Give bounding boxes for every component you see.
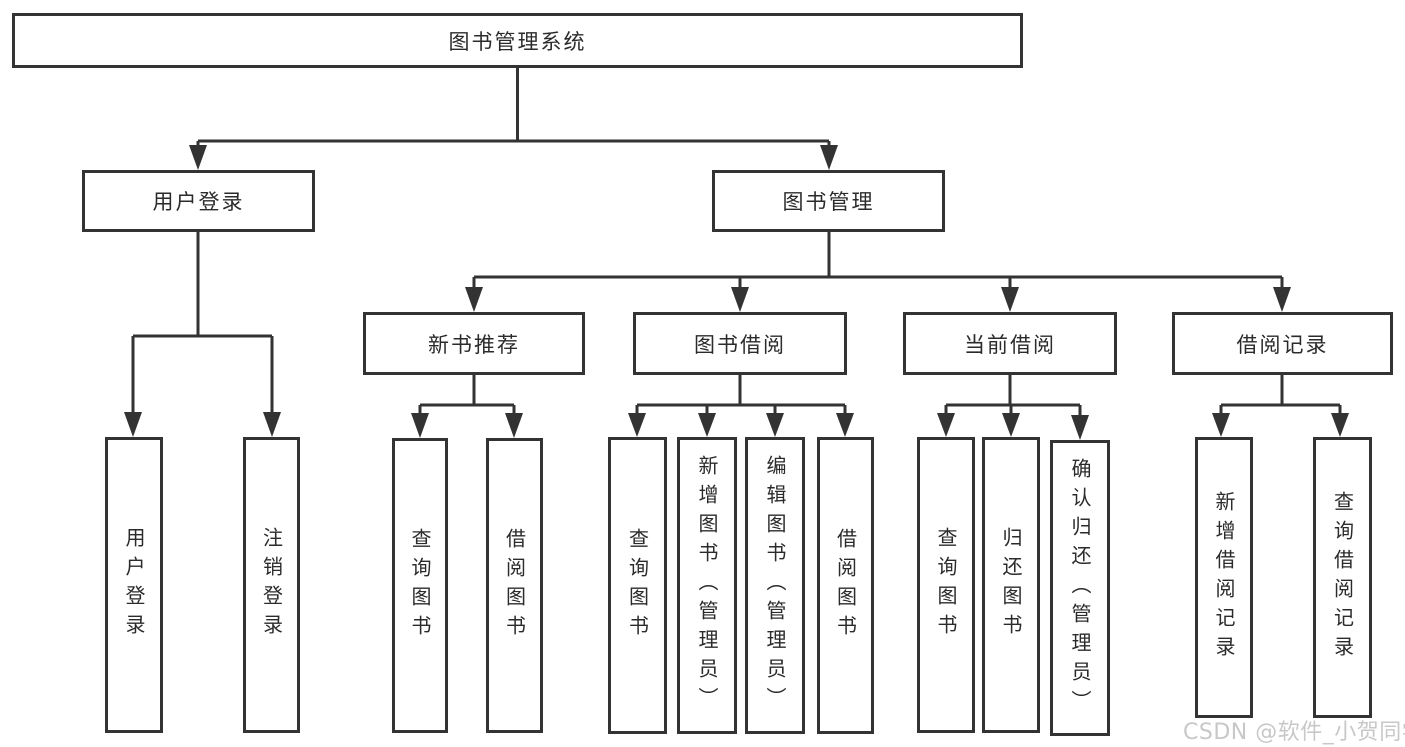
leaf-newbook-query-label: 查询图书 bbox=[408, 527, 432, 644]
node-root-label: 图书管理系统 bbox=[448, 29, 587, 54]
leaf-record-add: 新增借阅记录 bbox=[1195, 437, 1253, 718]
node-current-borrow: 当前借阅 bbox=[903, 312, 1117, 375]
node-book-borrow-label: 图书借阅 bbox=[694, 332, 786, 357]
leaf-current-return-label: 归还图书 bbox=[999, 527, 1023, 643]
watermark: CSDN @软件_小贺同学 bbox=[1183, 720, 1405, 745]
leaf-user-login: 用户登录 bbox=[105, 437, 163, 733]
leaf-current-confirm-admin-label: 确认归还（管理员） bbox=[1068, 457, 1092, 719]
leaf-newbook-borrow-label: 借阅图书 bbox=[502, 527, 527, 644]
leaf-current-confirm-admin: 确认归还（管理员） bbox=[1050, 440, 1110, 736]
leaf-logout-label: 注销登录 bbox=[259, 527, 284, 643]
leaf-user-login-label: 用户登录 bbox=[122, 527, 146, 643]
connector-rails bbox=[131, 68, 1342, 416]
leaf-current-query: 查询图书 bbox=[917, 437, 975, 733]
leaf-newbook-borrow: 借阅图书 bbox=[486, 438, 543, 733]
leaf-borrow-book: 借阅图书 bbox=[817, 437, 874, 734]
node-borrow-record-label: 借阅记录 bbox=[1236, 332, 1329, 357]
leaf-current-query-label: 查询图书 bbox=[934, 527, 958, 643]
leaf-borrow-edit-admin: 编辑图书（管理员） bbox=[745, 437, 805, 734]
leaf-record-query-label: 查询借阅记录 bbox=[1330, 490, 1355, 665]
leaf-current-return: 归还图书 bbox=[982, 437, 1040, 733]
leaf-record-query: 查询借阅记录 bbox=[1313, 437, 1372, 718]
node-new-book: 新书推荐 bbox=[363, 312, 585, 375]
leaf-logout: 注销登录 bbox=[243, 437, 300, 733]
node-book-borrow: 图书借阅 bbox=[633, 312, 847, 375]
leaf-borrow-edit-admin-label: 编辑图书（管理员） bbox=[763, 455, 787, 716]
node-user-login: 用户登录 bbox=[82, 170, 315, 232]
leaf-borrow-query-label: 查询图书 bbox=[625, 527, 650, 644]
leaf-borrow-add-admin-label: 新增图书（管理员） bbox=[695, 455, 719, 716]
node-book-mgmt-label: 图书管理 bbox=[782, 190, 875, 214]
leaf-borrow-book-label: 借阅图书 bbox=[833, 527, 858, 644]
node-root: 图书管理系统 bbox=[12, 13, 1023, 68]
node-user-login-label: 用户登录 bbox=[152, 190, 245, 214]
leaf-borrow-query: 查询图书 bbox=[608, 437, 667, 734]
leaf-record-add-label: 新增借阅记录 bbox=[1212, 490, 1236, 665]
node-borrow-record: 借阅记录 bbox=[1172, 312, 1393, 375]
node-new-book-label: 新书推荐 bbox=[428, 332, 520, 357]
arrowheads bbox=[124, 145, 1349, 440]
node-book-mgmt: 图书管理 bbox=[712, 170, 945, 232]
leaf-borrow-add-admin: 新增图书（管理员） bbox=[677, 437, 737, 734]
leaf-newbook-query: 查询图书 bbox=[392, 438, 448, 733]
node-current-borrow-label: 当前借阅 bbox=[964, 332, 1056, 357]
